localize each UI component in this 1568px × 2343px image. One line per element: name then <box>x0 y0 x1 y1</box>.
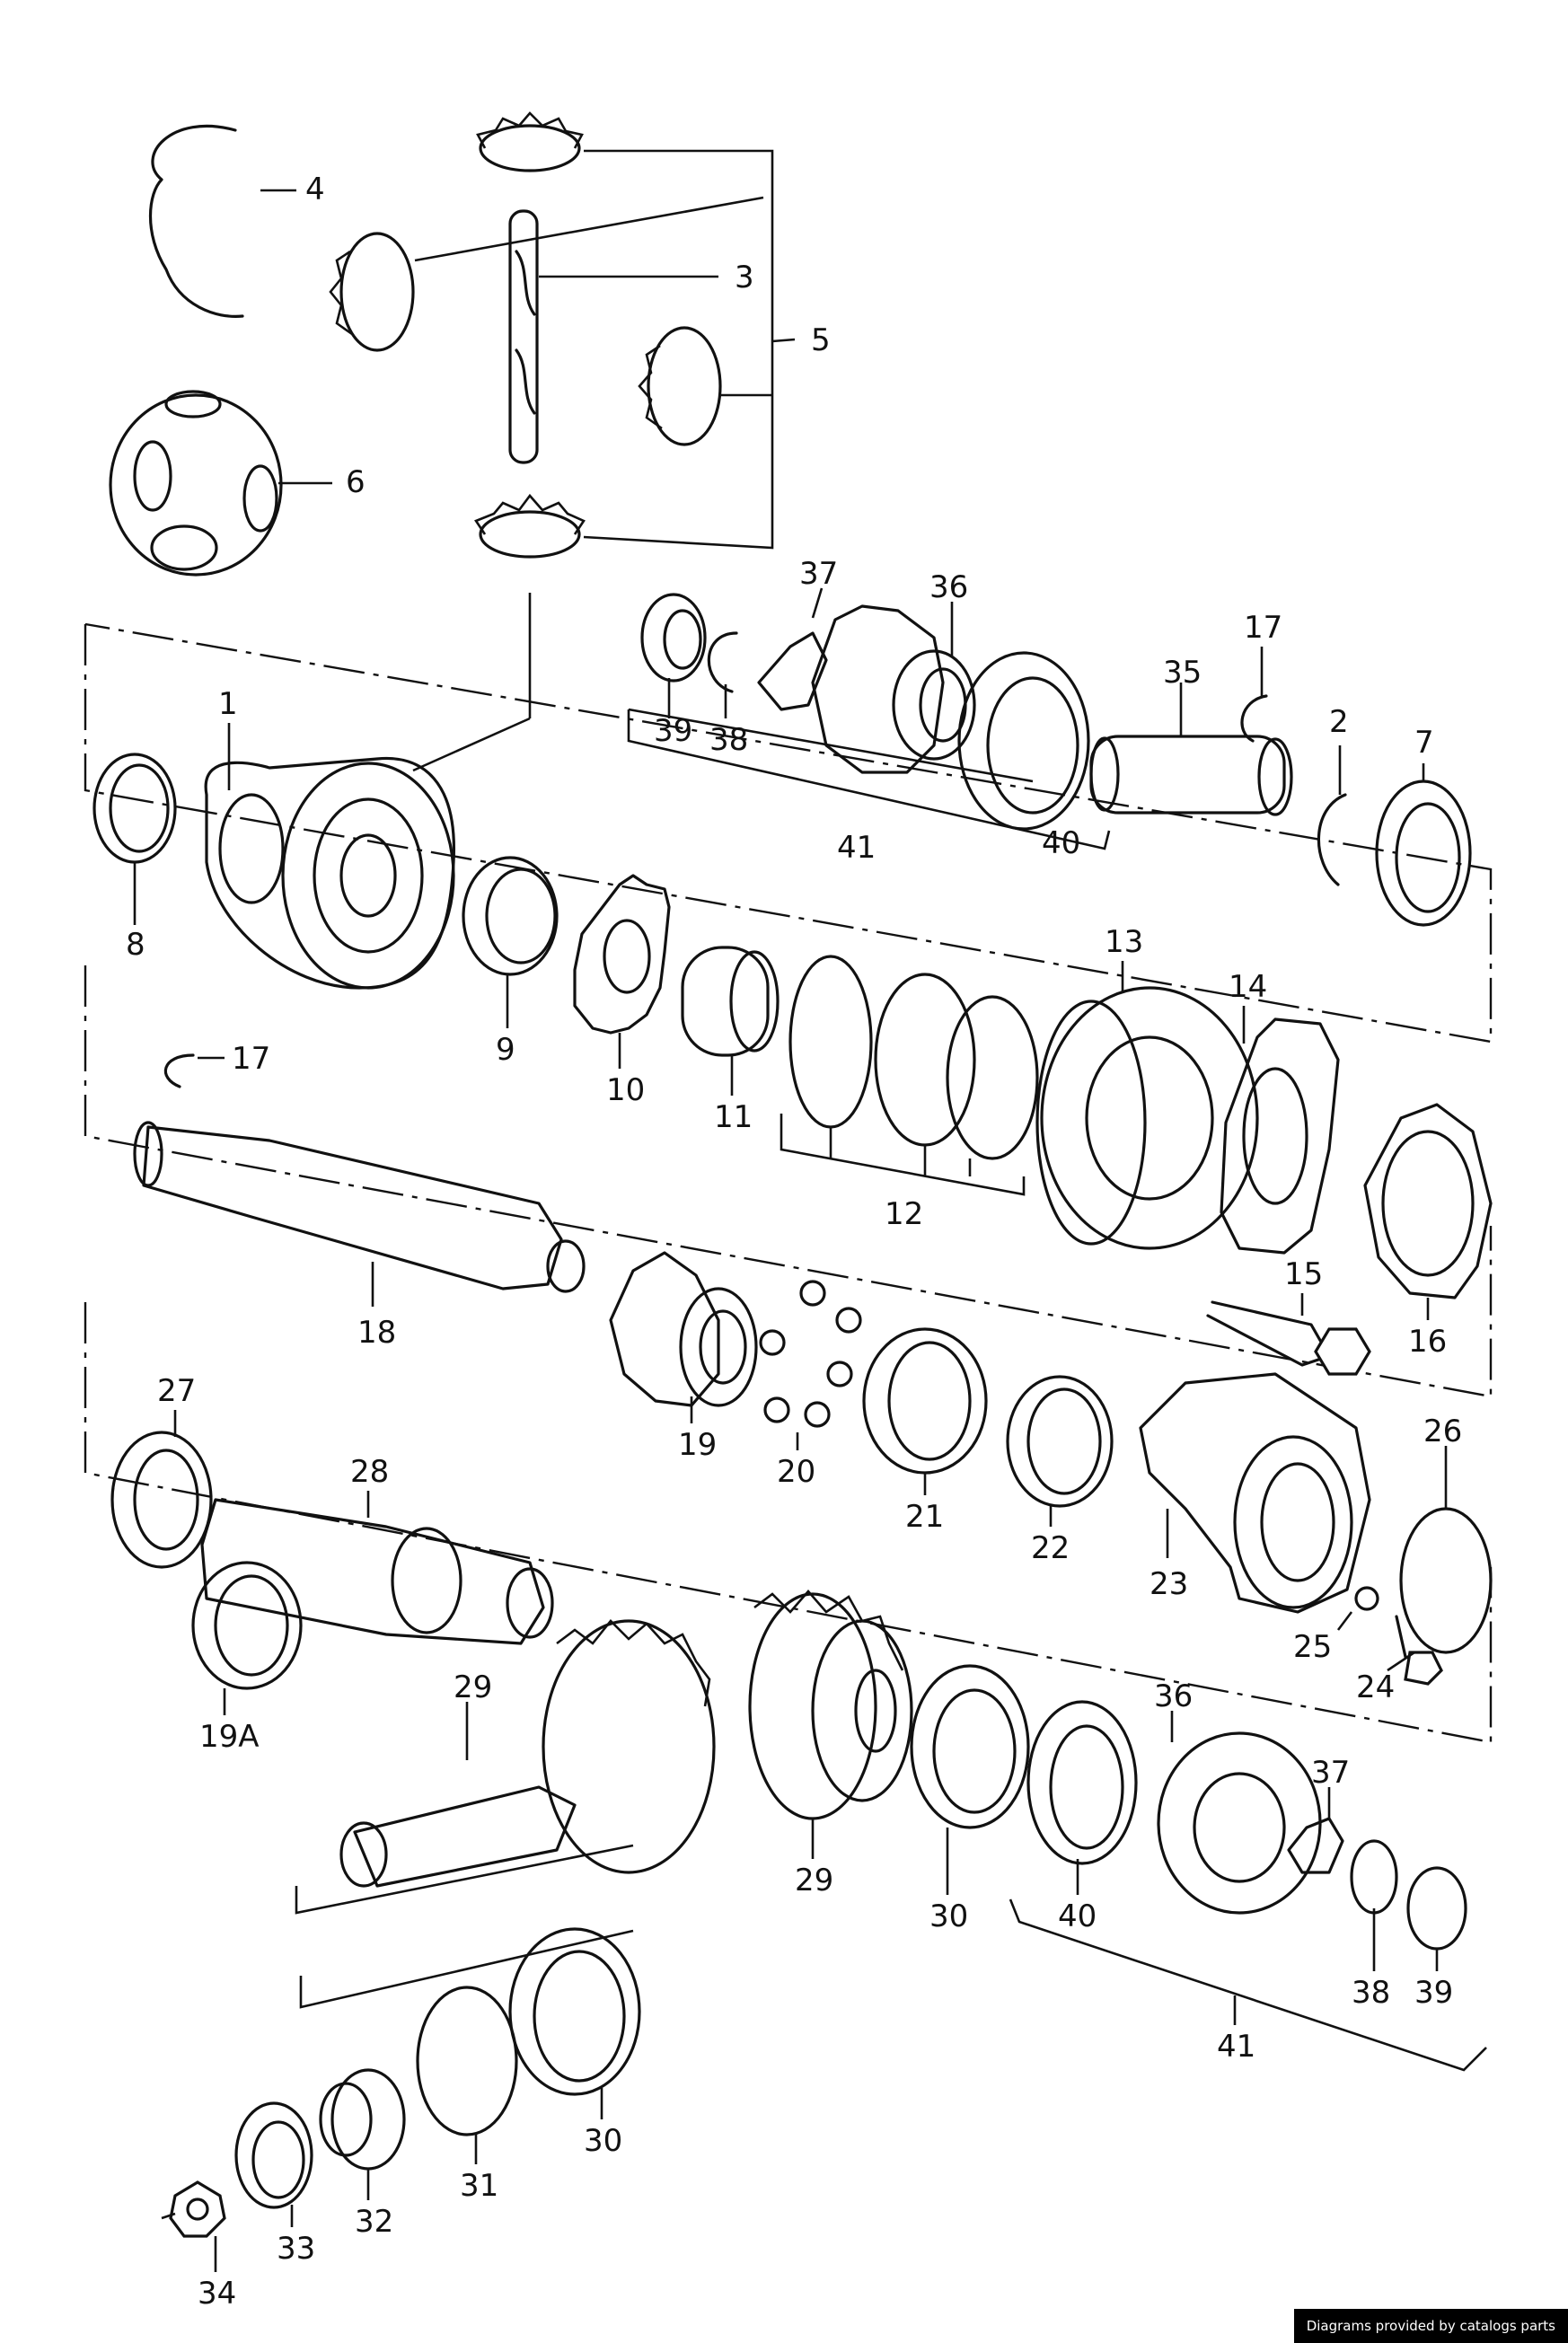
part-pin-3 <box>508 209 718 464</box>
label-39-bottom: 39 <box>1414 1975 1453 2011</box>
part-circlip-8 <box>92 753 177 925</box>
part-main-shaft-18 <box>133 1121 586 1307</box>
label-38-top: 38 <box>709 722 748 758</box>
parts-37-38-39-bottom <box>1009 1787 1487 2072</box>
label-14: 14 <box>1229 969 1267 1005</box>
label-19a: 19A <box>199 1719 260 1755</box>
assembly-frame-lines <box>84 622 1493 1744</box>
part-bearing-30-right <box>910 1664 1030 1895</box>
label-3: 3 <box>735 260 754 295</box>
bottom-assembly-bracket <box>295 1844 634 2009</box>
label-9: 9 <box>496 1032 515 1068</box>
label-2: 2 <box>1329 704 1349 740</box>
part-differential-housing-6 <box>109 390 332 577</box>
label-16: 16 <box>1408 1324 1447 1360</box>
part-seal-40-bottom <box>1026 1700 1138 1895</box>
label-29-left: 29 <box>454 1669 492 1705</box>
part-bolt-15 <box>1206 1293 1371 1376</box>
part-gasket-14 <box>1220 1006 1340 1255</box>
label-12: 12 <box>885 1196 923 1232</box>
label-28: 28 <box>350 1454 389 1490</box>
part-circlip-2 <box>1317 745 1347 886</box>
label-18: 18 <box>357 1315 396 1351</box>
label-32: 32 <box>355 2204 393 2240</box>
label-1: 1 <box>218 686 238 722</box>
label-17-mid: 17 <box>232 1041 270 1077</box>
label-8: 8 <box>126 927 145 963</box>
parts-30-34-bottom <box>161 1927 641 2272</box>
part-ring-gear-29 <box>748 1590 913 1859</box>
part-plate-16 <box>1363 1103 1493 1320</box>
part-splined-shaft-28 <box>200 1491 554 1645</box>
label-24: 24 <box>1356 1669 1395 1705</box>
part-bevel-gears-5 <box>329 111 796 559</box>
label-13: 13 <box>1105 924 1143 960</box>
label-6: 6 <box>346 464 366 500</box>
callout-labels: 1 2 3 4 5 6 7 8 9 10 11 12 13 14 15 16 1… <box>126 172 1462 2312</box>
label-40-bottom: 40 <box>1058 1898 1097 1934</box>
label-30-left: 30 <box>584 2123 622 2159</box>
label-15: 15 <box>1284 1256 1323 1292</box>
part-cover-13 <box>1035 961 1259 1250</box>
label-17-top: 17 <box>1244 610 1282 646</box>
label-38-bottom: 38 <box>1352 1975 1390 2011</box>
parts-24-25-26 <box>1336 1446 1493 1686</box>
part-housing-23 <box>1139 1372 1371 1614</box>
label-25: 25 <box>1293 1629 1332 1665</box>
label-4: 4 <box>305 172 325 207</box>
label-21: 21 <box>905 1499 944 1535</box>
label-35: 35 <box>1163 655 1202 691</box>
label-23: 23 <box>1150 1566 1188 1602</box>
part-snap-ring-4 <box>149 124 296 318</box>
label-26: 26 <box>1423 1414 1462 1449</box>
label-37-top: 37 <box>799 556 838 592</box>
parts-19-20 <box>609 1251 862 1450</box>
part-seal-7 <box>1375 763 1472 927</box>
part-seal-40-top <box>957 651 1090 831</box>
label-7: 7 <box>1414 725 1434 761</box>
part-circlip-17 <box>163 647 1268 1088</box>
part-differential-case-1 <box>204 593 532 990</box>
part-flange-36-bottom <box>1157 1711 1322 1915</box>
label-36-bottom: 36 <box>1154 1678 1193 1714</box>
label-39-top: 39 <box>654 713 692 749</box>
label-27: 27 <box>157 1373 196 1409</box>
label-40-top: 40 <box>1042 825 1080 861</box>
part-pinion-shaft-29 <box>339 1619 716 1888</box>
label-22: 22 <box>1031 1530 1070 1566</box>
label-30-right: 30 <box>929 1898 968 1934</box>
label-29-right: 29 <box>795 1863 833 1898</box>
part-flange-36-top <box>811 602 976 774</box>
label-41-bottom: 41 <box>1217 2029 1255 2065</box>
label-41-top: 41 <box>837 830 876 866</box>
parts-spring-rings-21-22 <box>862 1327 1114 1527</box>
label-20: 20 <box>777 1454 815 1490</box>
label-11: 11 <box>714 1099 753 1135</box>
label-36-top: 36 <box>929 569 968 605</box>
label-34: 34 <box>198 2276 236 2312</box>
parts-bearings-9-12 <box>462 856 1039 1196</box>
part-bearing-27 <box>110 1410 213 1569</box>
label-33: 33 <box>277 2231 315 2267</box>
watermark-banner: Diagrams provided by catalogs parts <box>1293 2309 1568 2343</box>
label-5: 5 <box>811 322 831 358</box>
part-shaft-35 <box>1089 683 1293 816</box>
part-spring-19a <box>191 1561 303 1715</box>
label-10: 10 <box>606 1072 645 1108</box>
label-37-bottom: 37 <box>1311 1755 1350 1791</box>
label-19: 19 <box>678 1427 717 1463</box>
parts-37-38-39-top <box>627 587 1111 850</box>
label-31: 31 <box>460 2168 498 2204</box>
